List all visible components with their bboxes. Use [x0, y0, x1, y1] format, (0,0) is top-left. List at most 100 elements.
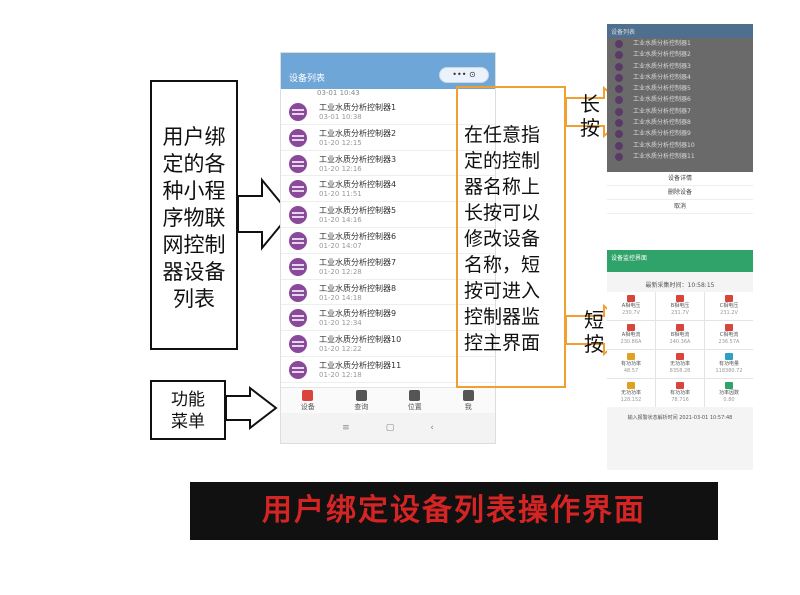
device-name: 工业水质分析控制器4: [319, 180, 397, 190]
controller-icon: [289, 335, 307, 354]
nav-label: 位置: [407, 403, 422, 411]
menu-screen-row: 工业水质分析控制器6: [607, 94, 753, 105]
device-time: 01-20 12:34: [319, 319, 362, 328]
menu-screen-header: 设备列表: [607, 24, 753, 38]
device-name: 工业水质分析控制器6: [319, 231, 397, 241]
menu-screen-row: 工业水质分析控制器8: [607, 117, 753, 128]
function-menu-callout-text: 功能 菜单: [171, 390, 205, 432]
system-key[interactable]: ‹: [430, 423, 434, 433]
cell-label: A相电流: [621, 332, 641, 338]
device-name: 工业水质分析控制器5: [319, 206, 397, 216]
cell-label: 无功功率: [669, 361, 690, 367]
mini-program-capsule[interactable]: ••• ⊙: [439, 67, 489, 83]
cell-value: 231.7V: [671, 310, 689, 316]
meter-icon: [676, 382, 684, 389]
monitor-footer: 输入报警状态解析时间 2021-03-01 10:57:48: [627, 415, 733, 421]
nav-item-device[interactable]: 设备: [281, 388, 335, 413]
controller-icon: [289, 128, 307, 147]
device-time: 01-20 12:22: [319, 345, 362, 354]
meter-icon: [627, 353, 635, 360]
device-name: 工业水质分析控制器9: [319, 309, 397, 319]
device-name: 工业水质分析控制器11: [319, 360, 402, 370]
device-time: 03-01 10:38: [319, 113, 362, 121]
action-sheet-item[interactable]: 设备详情: [607, 172, 753, 186]
system-key[interactable]: ▢: [385, 423, 395, 433]
cell-label: B相电压: [670, 303, 690, 309]
action-sheet: 设备详情删除设备取消: [607, 172, 753, 230]
cell-value: 118380.72: [715, 368, 743, 374]
nav-label: 查询: [354, 403, 369, 411]
device-name: 工业水质分析控制器2: [319, 128, 397, 138]
action-sheet-item[interactable]: 删除设备: [607, 186, 753, 200]
device-list-callout: 用户绑 定的各 种小程 序物联 网控制 器设备 列表: [150, 80, 238, 350]
system-nav-bar: ≡ ▢ ‹: [281, 413, 495, 443]
controller-icon: [289, 206, 307, 225]
device-time: 01-20 14:07: [319, 241, 362, 250]
device-time: 01-20 14:18: [319, 293, 362, 302]
location-icon: [409, 390, 421, 401]
device-time: 01-20 14:16: [319, 216, 362, 225]
controller-icon: [289, 180, 307, 199]
meter-icon: [725, 324, 733, 331]
device-time: 01-20 12:28: [319, 267, 362, 276]
system-key[interactable]: ≡: [342, 423, 350, 433]
device-name: 工业水质分析控制器1: [319, 103, 397, 112]
device-time: 01-20 11:51: [319, 190, 362, 199]
cell-label: C相电压: [719, 303, 739, 309]
controller-icon: [289, 309, 307, 328]
operation-callout-text: 在任意指 定的控制 器名称上 长按可以 修改设备 名称，短 按可进入 控制器监 …: [464, 124, 541, 354]
action-sheet-item[interactable]: 取消: [607, 200, 753, 214]
title-banner: 用户绑定设备列表操作界面: [190, 482, 718, 540]
nav-item-location[interactable]: 位置: [388, 388, 442, 413]
device-list-callout-text: 用户绑 定的各 种小程 序物联 网控制 器设备 列表: [162, 125, 226, 311]
nav-label: 我: [464, 403, 472, 411]
phone-header: 设备列表 ••• ⊙: [281, 53, 495, 89]
cell-value: 236.57A: [718, 339, 740, 345]
controller-icon: [289, 231, 307, 250]
nav-item-user[interactable]: 我: [442, 388, 496, 413]
device-name: 工业水质分析控制器8: [319, 283, 397, 293]
nav-item-query[interactable]: 查询: [335, 388, 389, 413]
menu-screen-row: 工业水质分析控制器9: [607, 128, 753, 139]
function-menu-callout: 功能 菜单: [150, 380, 226, 440]
long-press-text: 长 按: [580, 92, 600, 140]
cell-label: B相电流: [670, 332, 690, 338]
menu-screen-row: 工业水质分析控制器1: [607, 38, 753, 49]
menu-screen-row: 工业水质分析控制器2: [607, 49, 753, 60]
cell-label: 有功功率: [620, 361, 641, 367]
partial-list-item: 03-01 10:43: [317, 89, 360, 97]
user-icon: [462, 390, 474, 401]
meter-icon: [676, 353, 684, 360]
controller-icon: [289, 257, 307, 276]
cell-value: 240.36A: [669, 339, 691, 345]
menu-screen-row: 工业水质分析控制器4: [607, 72, 753, 83]
cell-value: 8358.28: [669, 368, 691, 374]
